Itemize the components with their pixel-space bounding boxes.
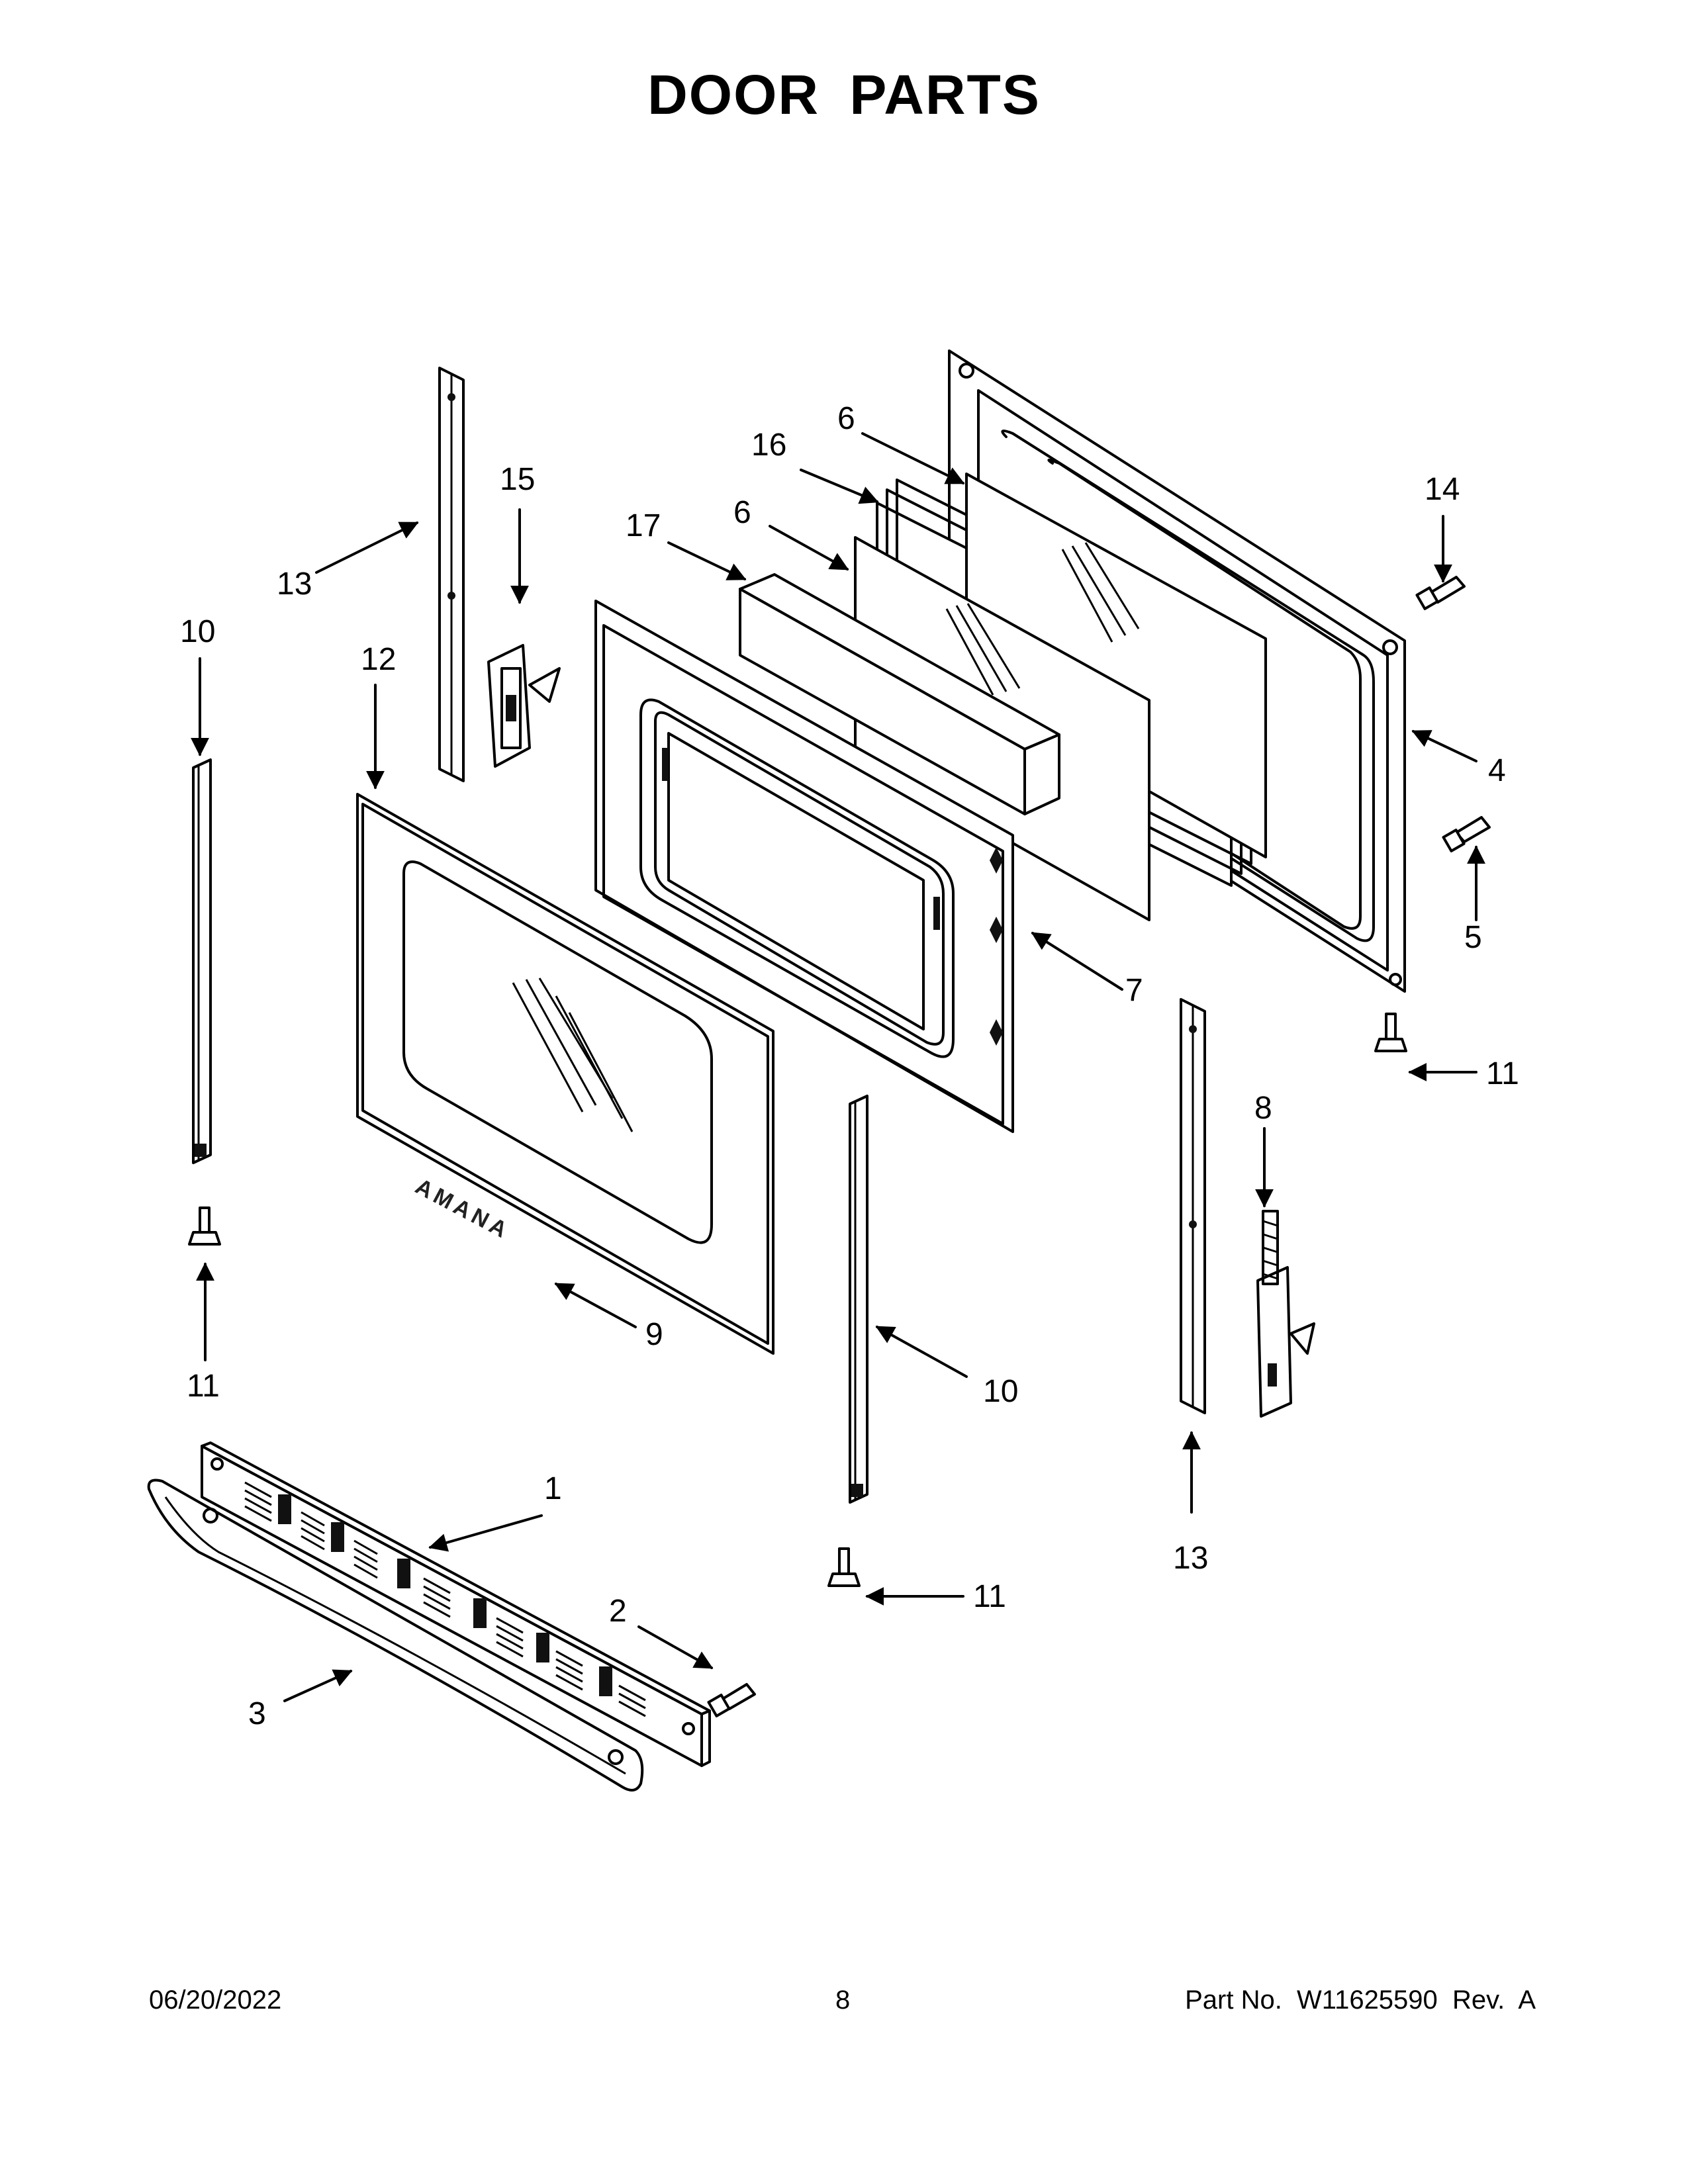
part-11-screw-center [827,1547,861,1587]
callout-6-front: 6 [733,495,751,530]
part-5-screw [1442,816,1491,852]
part-15-hinge [487,644,561,768]
part-10-center-side-trim [849,1095,868,1504]
callout-15: 15 [500,462,535,497]
callout-10-left: 10 [180,614,215,649]
callout-11-left: 11 [187,1369,220,1404]
part-8-hinge-spring [1256,1210,1315,1418]
callout-14: 14 [1425,472,1460,507]
callout-8: 8 [1254,1091,1272,1126]
part-17-insulation [739,573,1060,815]
leader-lines [191,432,1485,1702]
footer-date: 06/20/2022 [149,1985,282,2015]
callout-12: 12 [361,642,396,677]
part-3-handle [147,1479,644,1792]
footer-part-number: Part No. W11625590 Rev. A [1185,1985,1536,2015]
callout-1: 1 [544,1471,562,1506]
part-11-screw-left [188,1206,221,1246]
part-10-left-side-trim [192,758,212,1164]
callout-16: 16 [751,428,786,463]
callout-2: 2 [609,1594,627,1629]
part-7-inner-door-frame [594,600,1014,1133]
callout-11-right: 11 [1486,1056,1519,1091]
callout-11-center: 11 [973,1579,1006,1614]
part-2-screw [707,1683,756,1717]
callout-3: 3 [248,1696,266,1731]
callout-13-lower: 13 [1173,1541,1208,1576]
part-13-upper-hinge-channel [438,367,465,782]
callout-5: 5 [1464,920,1482,955]
callout-17: 17 [626,508,661,543]
page-title: DOOR PARTS [647,64,1041,126]
callouts: 13 15 10 12 17 6 16 6 14 4 5 7 11 11 8 9… [180,401,1519,1731]
callout-9: 9 [645,1317,663,1352]
callout-4: 4 [1488,753,1506,788]
callout-10-center: 10 [983,1374,1018,1409]
part-13-lower-hinge-channel [1180,998,1206,1414]
part-12-outer-glass: AMANA [356,793,774,1355]
part-14-screw [1415,576,1466,610]
part-11-screw-right [1374,1013,1407,1052]
callout-7: 7 [1125,973,1143,1008]
part-1-vent-panel [201,1441,711,1767]
footer-page-number: 8 [835,1985,851,2015]
callout-13-upper: 13 [277,567,312,602]
callout-6-rear: 6 [837,401,855,436]
